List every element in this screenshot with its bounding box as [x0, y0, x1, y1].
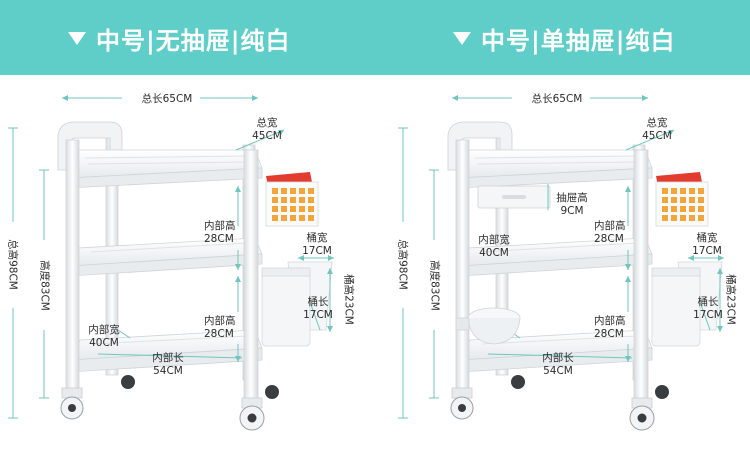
- left-bucket-length-label: 桶长 17CM: [303, 296, 333, 321]
- triangle-down-icon: [68, 31, 86, 45]
- left-inner-height-top-label: 内部高 28CM: [204, 220, 236, 245]
- left-height-label: 高度83CM: [38, 260, 51, 311]
- triangle-down-icon: [453, 31, 471, 45]
- right-trolley: [397, 95, 725, 431]
- right-total-width-label: 总宽 45CM: [642, 117, 672, 142]
- right-total-length-label: 总长65CM: [531, 93, 583, 105]
- right-drawer-height-label: 抽屉高 9CM: [556, 192, 588, 217]
- left-inner-height-bottom-label: 内部高 28CM: [204, 315, 236, 340]
- left-total-width-label: 总宽 45CM: [252, 117, 282, 142]
- right-inner-height-bottom-label: 内部高 28CM: [594, 315, 626, 340]
- left-total-length-label: 总长65CM: [141, 93, 193, 105]
- left-bucket-width-label: 桶宽 17CM: [302, 232, 332, 257]
- right-inner-length-label: 内部长 54CM: [542, 352, 574, 377]
- right-inner-height-top-label: 内部高 28CM: [594, 220, 626, 245]
- left-trolley: [7, 95, 335, 431]
- left-inner-width-label: 内部宽 40CM: [88, 324, 120, 349]
- left-title-text: 中号|无抽屉|纯白: [96, 26, 291, 55]
- right-bucket-length-label: 桶长 17CM: [693, 296, 723, 321]
- left-title: 中号|无抽屉|纯白: [68, 20, 291, 56]
- right-bucket-width-label: 桶宽 17CM: [692, 232, 722, 257]
- right-title: 中号|单抽屉|纯白: [453, 20, 676, 56]
- left-bucket-height-label: 桶高23CM: [342, 274, 355, 325]
- right-height-label: 高度83CM: [428, 260, 441, 311]
- right-total-height-label: 总高98CM: [396, 239, 409, 290]
- left-total-height-label: 总高98CM: [6, 239, 19, 290]
- right-inner-width-label: 内部宽 40CM: [478, 234, 510, 259]
- left-inner-length-label: 内部长 54CM: [152, 352, 184, 377]
- right-title-text: 中号|单抽屉|纯白: [481, 26, 676, 55]
- title-band: [0, 0, 750, 75]
